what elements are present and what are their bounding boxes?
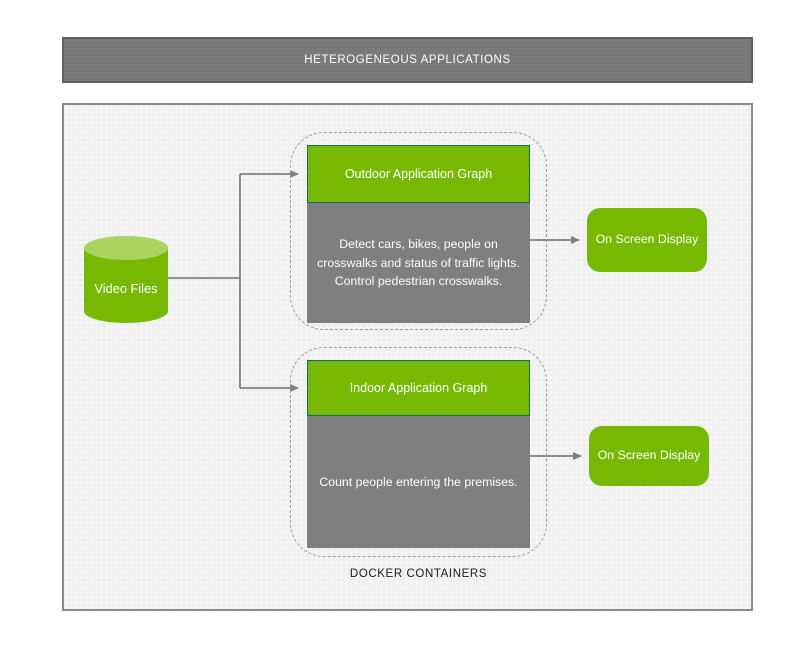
docker-containers-caption: DOCKER CONTAINERS — [349, 568, 488, 580]
cylinder-icon — [84, 236, 168, 323]
indoor-graph-body: Count people entering the premises. — [307, 416, 530, 548]
on-screen-display-bottom: On Screen Display — [589, 426, 709, 486]
indoor-graph-description: Count people entering the premises. — [319, 474, 518, 489]
indoor-graph-header: Indoor Application Graph — [307, 360, 530, 416]
on-screen-display-top: On Screen Display — [587, 208, 707, 272]
osd-top-label: On Screen Display — [595, 232, 699, 247]
video-files-node: Video Files — [84, 236, 168, 324]
outdoor-graph-body: Detect cars, bikes, people on crosswalks… — [307, 203, 530, 323]
banner-title: HETEROGENEOUS APPLICATIONS — [304, 54, 511, 66]
heterogeneous-applications-banner: HETEROGENEOUS APPLICATIONS — [62, 37, 753, 83]
outdoor-graph-description: Detect cars, bikes, people on crosswalks… — [317, 237, 520, 289]
docker-container-outdoor — [290, 132, 547, 330]
docker-container-indoor — [290, 347, 547, 557]
indoor-graph-title: Indoor Application Graph — [349, 381, 488, 395]
outdoor-graph-title: Outdoor Application Graph — [344, 167, 493, 181]
osd-bottom-label: On Screen Display — [597, 448, 701, 463]
outdoor-graph-header: Outdoor Application Graph — [307, 145, 530, 203]
video-files-label: Video Files — [94, 280, 158, 296]
